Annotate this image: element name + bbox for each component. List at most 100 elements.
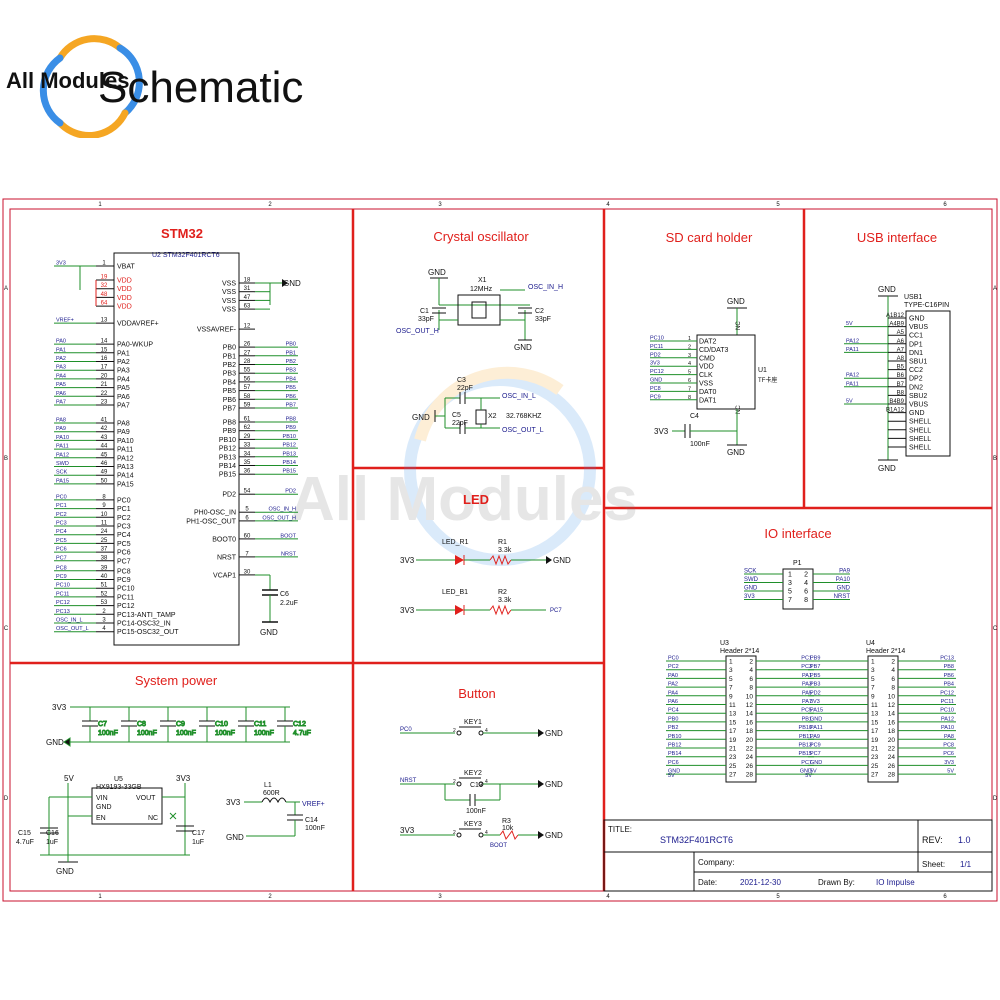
sd-gnd-bot: GND	[727, 448, 745, 457]
button-net-label: NRST	[400, 778, 417, 784]
button-key-ref: KEY1	[464, 719, 482, 726]
p1-pin-number: 2	[804, 572, 808, 579]
sd-pin-number: 8	[688, 395, 691, 401]
section-dividers	[10, 209, 992, 891]
u3-pins-left-net: PC2	[668, 664, 679, 670]
u4-pins-pin-number: 6	[891, 676, 895, 683]
u3-pins-right-net: PA3	[802, 682, 812, 688]
stm32-pin-name: PC14-OSC32_IN	[117, 621, 171, 628]
u3-pins-pin-number: 20	[746, 737, 754, 744]
u3-pins-pin-number: 14	[746, 711, 754, 718]
stm32-pin-number: 9	[102, 503, 106, 509]
stm32-pin-name: PA12	[117, 455, 134, 462]
u4-pins-left-net: 3V3	[810, 699, 820, 705]
u4-pins-right-net: PC6	[943, 751, 954, 757]
x2-gnd-label: GND	[412, 413, 430, 422]
ldo-ref: U5	[114, 776, 123, 783]
stm32-pin-number: 31	[244, 286, 251, 292]
stm32-pin-name: VCAP1	[213, 572, 236, 579]
u4-pins-left-net: 5V	[810, 769, 817, 775]
stm32-net-label: 3V3	[56, 261, 66, 267]
usb-pin-number: A7	[897, 347, 905, 353]
cap-value: 100nF	[254, 730, 274, 737]
c16-value: 1uF	[46, 839, 58, 846]
stm32-pin-number: 47	[244, 295, 251, 301]
stm32-pin-number: 11	[101, 521, 108, 527]
ldo-en-pin: EN	[96, 815, 106, 822]
p1-pin-number: 1	[788, 572, 792, 579]
ldo-gnd-net: GND	[56, 867, 74, 876]
u4-pins-pin-number: 4	[891, 667, 895, 674]
brand-logo: All Modules Schematic	[6, 35, 303, 138]
stm32-net-label: OSC_OUT_H	[262, 515, 296, 521]
stm32-pin-number: 44	[101, 444, 108, 450]
usb-pin-name: SHELL	[909, 419, 931, 426]
stm32-pin-number: 7	[245, 551, 249, 557]
stm32-pin-name: PC10	[117, 586, 135, 593]
stm32-pin-number: 41	[101, 418, 108, 424]
u3-pins-pin-number: 18	[746, 728, 754, 735]
stm32-pin-number: 49	[101, 470, 108, 476]
u3-pins-left-net: PA6	[668, 699, 678, 705]
u3-pins-pin-number: 19	[729, 737, 737, 744]
stm32-pin-number: 48	[101, 292, 108, 298]
stm32-pin-number: 42	[101, 426, 108, 432]
c5-value: 22pF	[452, 420, 468, 427]
u3-ref: U3	[720, 640, 729, 647]
watermark: All Modules	[290, 366, 638, 566]
u4-pins-pin-number: 22	[888, 746, 896, 753]
stm32-net-label: PA9	[56, 426, 66, 432]
stm32-net-label: SWD	[56, 461, 69, 467]
u3-pins-pin-number: 21	[729, 746, 737, 753]
stm32-pin-name: VSS	[222, 289, 236, 296]
sd-name: TF卡座	[758, 376, 777, 384]
sd-pin-number: 5	[688, 370, 691, 376]
u4-pins-right-net: PC11	[941, 699, 954, 705]
u3-pins-pin-number: 1	[729, 659, 733, 666]
u4-part: Header 2*14	[866, 648, 905, 655]
stm32-net-label: OSC_IN_H	[268, 507, 296, 513]
u4-pins-pin-number: 1	[871, 659, 875, 666]
sd-net-label: PC11	[650, 344, 663, 350]
sd-power: 3V3	[654, 427, 669, 436]
u4-pins-pin-number: 5	[871, 676, 875, 683]
sd-pin-number: 1	[688, 336, 691, 342]
u4-pins-pin-number: 17	[871, 728, 879, 735]
l1-value: 600R	[263, 790, 280, 797]
c5-ref: C5	[452, 412, 461, 419]
sheet-frame	[2, 198, 998, 902]
button-res-ref: R3	[502, 818, 511, 825]
u4-pins-pin-number: 13	[871, 711, 879, 718]
p1-pin-number: 4	[804, 580, 808, 587]
stm32-pin-name: PA11	[117, 447, 133, 454]
u3-pins-pin-number: 23	[729, 754, 737, 761]
stm32-pin-number: 59	[244, 403, 251, 409]
grid-col-label: 1	[98, 202, 102, 208]
stm32-pin-name: PA10	[117, 438, 134, 445]
stm32-net-label: PB13	[283, 451, 296, 457]
sd-pin-name: VSS	[699, 381, 713, 388]
sd-net-label: 3V3	[650, 361, 660, 367]
sd-net-label: PD2	[650, 352, 661, 358]
stm32-pin-name: PA1	[117, 350, 130, 357]
led-res-ref: R1	[498, 539, 507, 546]
p1-left-net: 3V3	[744, 594, 755, 600]
switch-pin-2: 2	[453, 728, 456, 734]
stm32-pin-name: PH1-OSC_OUT	[186, 518, 237, 525]
drawn-label: Drawn By:	[818, 878, 855, 887]
u3-pins-pin-number: 26	[746, 763, 754, 770]
led-power-label: 3V3	[400, 606, 415, 615]
c14-ref: C14	[305, 817, 318, 824]
stm32-pin-number: 57	[244, 385, 251, 391]
stm32-pin-number: 18	[244, 278, 251, 284]
stm32-net-label: PC5	[56, 538, 67, 544]
stm32-pin-number: 19	[101, 275, 108, 281]
led-end-label: GND	[553, 556, 571, 565]
stm32-pin-name: PC1	[117, 506, 131, 513]
stm32-pin-number: 13	[101, 318, 108, 324]
sd-pin-name: CD/DAT3	[699, 347, 729, 354]
stm32-pin-name: PC2	[117, 515, 131, 522]
c4-value: 100nF	[690, 441, 710, 448]
